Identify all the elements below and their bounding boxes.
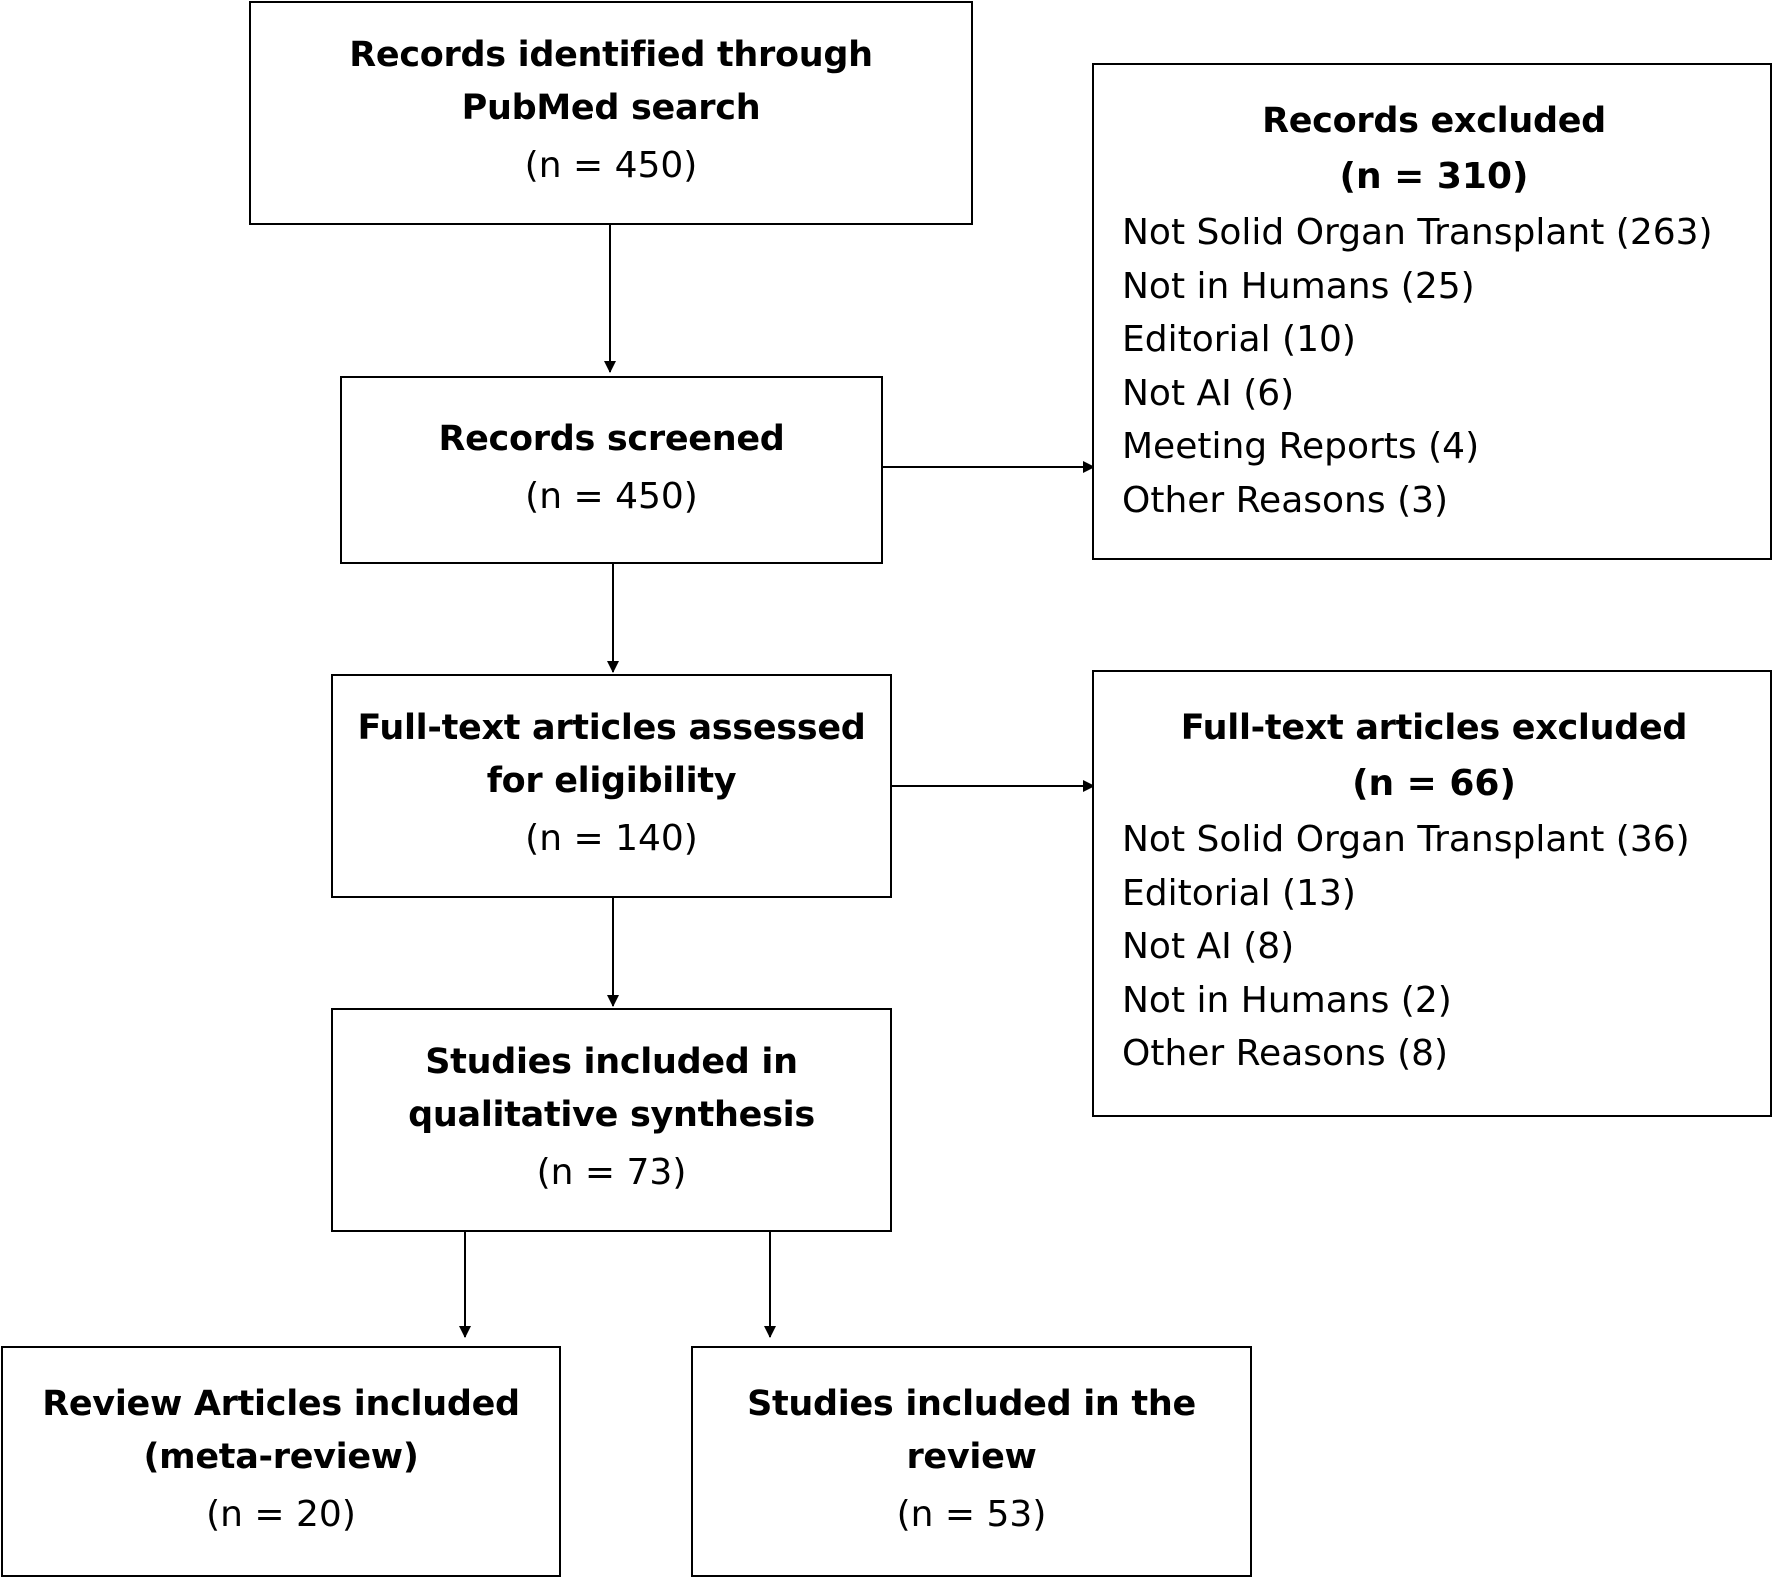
fulltext-excluded-reason: Editorial (13)	[1122, 872, 1356, 914]
records-excluded-reason: Not in Humans (25)	[1122, 265, 1475, 307]
records-excluded-count: (n = 310)	[1339, 156, 1529, 197]
qualitative-synthesis-title-1: Studies included in	[425, 1042, 798, 1082]
review-articles-title-2: (meta-review)	[143, 1436, 419, 1477]
fulltext-assessed-title-1: Full-text articles assessed	[357, 708, 866, 748]
review-articles-box: Review Articles included (meta-review) (…	[1, 1346, 561, 1577]
records-identified-title-1: Records identified through	[349, 35, 873, 75]
records-identified-title-2: PubMed search	[461, 88, 761, 128]
records-excluded-reason: Not Solid Organ Transplant (263)	[1122, 212, 1713, 253]
studies-review-title-1: Studies included in the	[747, 1383, 1196, 1424]
review-articles-title-1: Review Articles included	[42, 1383, 520, 1424]
qualitative-synthesis-box: Studies included in qualitative synthesi…	[331, 1008, 892, 1232]
fulltext-excluded-reason: Not AI (8)	[1122, 926, 1295, 967]
records-screened-box: Records screened (n = 450)	[340, 376, 883, 564]
records-identified-box: Records identified through PubMed search…	[249, 1, 973, 225]
fulltext-excluded-reason: Other Reasons (8)	[1122, 1033, 1449, 1074]
fulltext-assessed-title-2: for eligibility	[486, 761, 737, 801]
studies-review-box: Studies included in the review (n = 53)	[691, 1346, 1252, 1577]
records-excluded-reason: Meeting Reports (4)	[1122, 426, 1480, 467]
records-excluded-reason: Other Reasons (3)	[1122, 479, 1449, 521]
records-screened-count: (n = 450)	[525, 475, 698, 517]
records-excluded-reason: Not AI (6)	[1122, 372, 1295, 414]
fulltext-excluded-count: (n = 66)	[1352, 763, 1516, 804]
review-articles-count: (n = 20)	[206, 1493, 356, 1535]
qualitative-synthesis-title-2: qualitative synthesis	[408, 1095, 815, 1135]
records-screened-title: Records screened	[438, 418, 785, 459]
fulltext-assessed-box: Full-text articles assessed for eligibil…	[331, 674, 892, 898]
fulltext-excluded-box: Full-text articles excluded (n = 66) Not…	[1092, 670, 1772, 1117]
records-excluded-reason: Editorial (10)	[1122, 319, 1356, 360]
fulltext-excluded-title: Full-text articles excluded	[1180, 708, 1688, 748]
qualitative-synthesis-count: (n = 73)	[536, 1152, 687, 1193]
fulltext-assessed-count: (n = 140)	[525, 818, 698, 859]
records-excluded-title: Records excluded	[1262, 101, 1606, 141]
records-identified-count: (n = 450)	[524, 145, 698, 186]
studies-review-title-2: review	[906, 1436, 1037, 1477]
fulltext-excluded-reason: Not in Humans (2)	[1122, 979, 1452, 1021]
studies-review-count: (n = 53)	[896, 1493, 1047, 1535]
fulltext-excluded-reason: Not Solid Organ Transplant (36)	[1122, 819, 1690, 860]
records-excluded-box: Records excluded (n = 310) Not Solid Org…	[1092, 63, 1772, 560]
